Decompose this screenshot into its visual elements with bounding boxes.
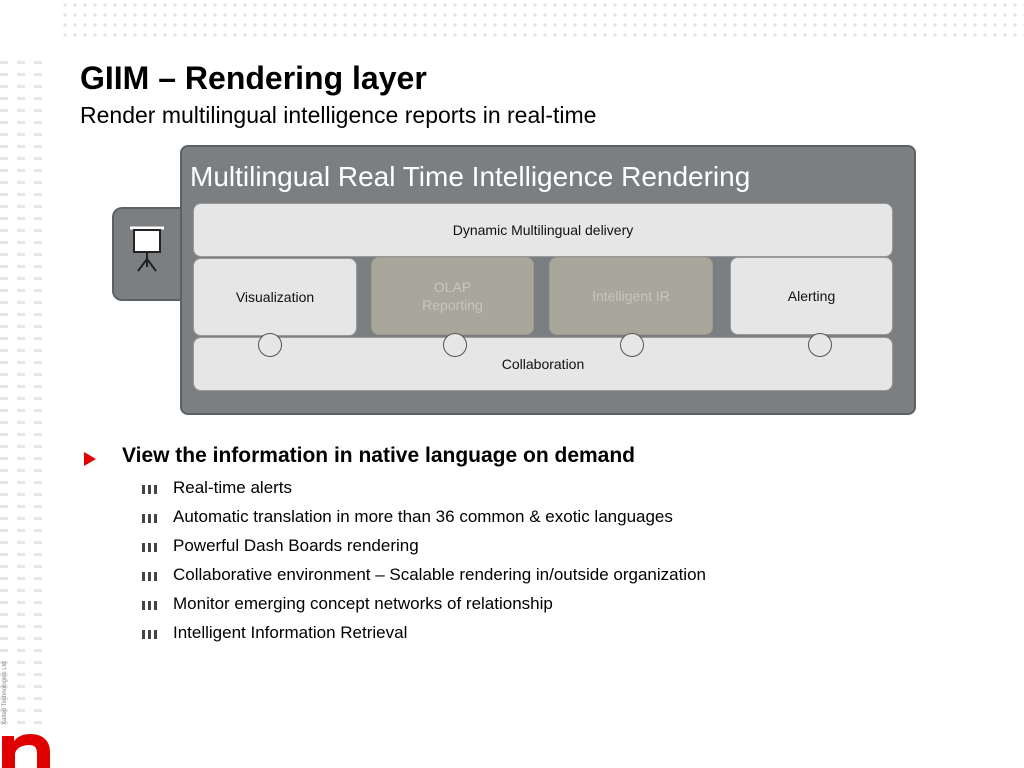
- list-item-text: Real-time alerts: [173, 478, 293, 497]
- list-item-text: Monitor emerging concept networks of rel…: [173, 594, 553, 613]
- top-dotted-border: [60, 0, 1024, 42]
- sub-bullet-icon: [142, 543, 158, 552]
- sub-bullet-icon: [142, 485, 158, 494]
- visualization-module: Visualization: [193, 258, 357, 336]
- connector-knob: [258, 333, 282, 357]
- connector-knob: [443, 333, 467, 357]
- olap-reporting-module: OLAP Reporting: [371, 257, 534, 335]
- n-logo: [2, 734, 50, 768]
- sub-bullet-list: Real-time alerts Automatic translation i…: [82, 478, 982, 652]
- list-item-text: Automatic translation in more than 36 co…: [173, 507, 673, 526]
- list-item-text: Powerful Dash Boards rendering: [173, 536, 419, 555]
- list-item: Automatic translation in more than 36 co…: [82, 507, 982, 536]
- olap-reporting-label: OLAP Reporting: [422, 279, 483, 313]
- list-item-text: Collaborative environment – Scalable ren…: [173, 565, 706, 584]
- diagram-title: Multilingual Real Time Intelligence Rend…: [190, 161, 751, 192]
- main-bullet: View the information in native language …: [82, 444, 982, 474]
- alerting-module: Alerting: [730, 257, 893, 335]
- side-note: Xalted Technologies Ltd: [2, 661, 8, 725]
- connector-knob: [808, 333, 832, 357]
- list-item: Collaborative environment – Scalable ren…: [82, 565, 982, 594]
- projector-screen-icon: [130, 226, 164, 272]
- list-item-text: Intelligent Information Retrieval: [173, 623, 408, 642]
- rendering-diagram: Multilingual Real Time Intelligence Rend…: [112, 145, 916, 415]
- triangle-bullet-icon: [84, 452, 96, 466]
- bullet-list: View the information in native language …: [82, 444, 982, 652]
- main-bullet-text: View the information in native language …: [122, 444, 636, 467]
- sub-bullet-icon: [142, 514, 158, 523]
- list-item: Powerful Dash Boards rendering: [82, 536, 982, 565]
- slide-title: GIIM – Rendering layer: [80, 60, 427, 96]
- sub-bullet-icon: [142, 572, 158, 581]
- dynamic-delivery-bar: Dynamic Multilingual delivery: [193, 203, 893, 257]
- connector-knob: [620, 333, 644, 357]
- slide-subtitle: Render multilingual intelligence reports…: [80, 102, 597, 128]
- left-dotted-border: [0, 52, 50, 732]
- list-item: Real-time alerts: [82, 478, 982, 507]
- list-item: Monitor emerging concept networks of rel…: [82, 594, 982, 623]
- sub-bullet-icon: [142, 601, 158, 610]
- collaboration-bar: Collaboration: [193, 337, 893, 391]
- intelligent-ir-module: Intelligent IR: [549, 257, 713, 335]
- sub-bullet-icon: [142, 630, 158, 639]
- list-item: Intelligent Information Retrieval: [82, 623, 982, 652]
